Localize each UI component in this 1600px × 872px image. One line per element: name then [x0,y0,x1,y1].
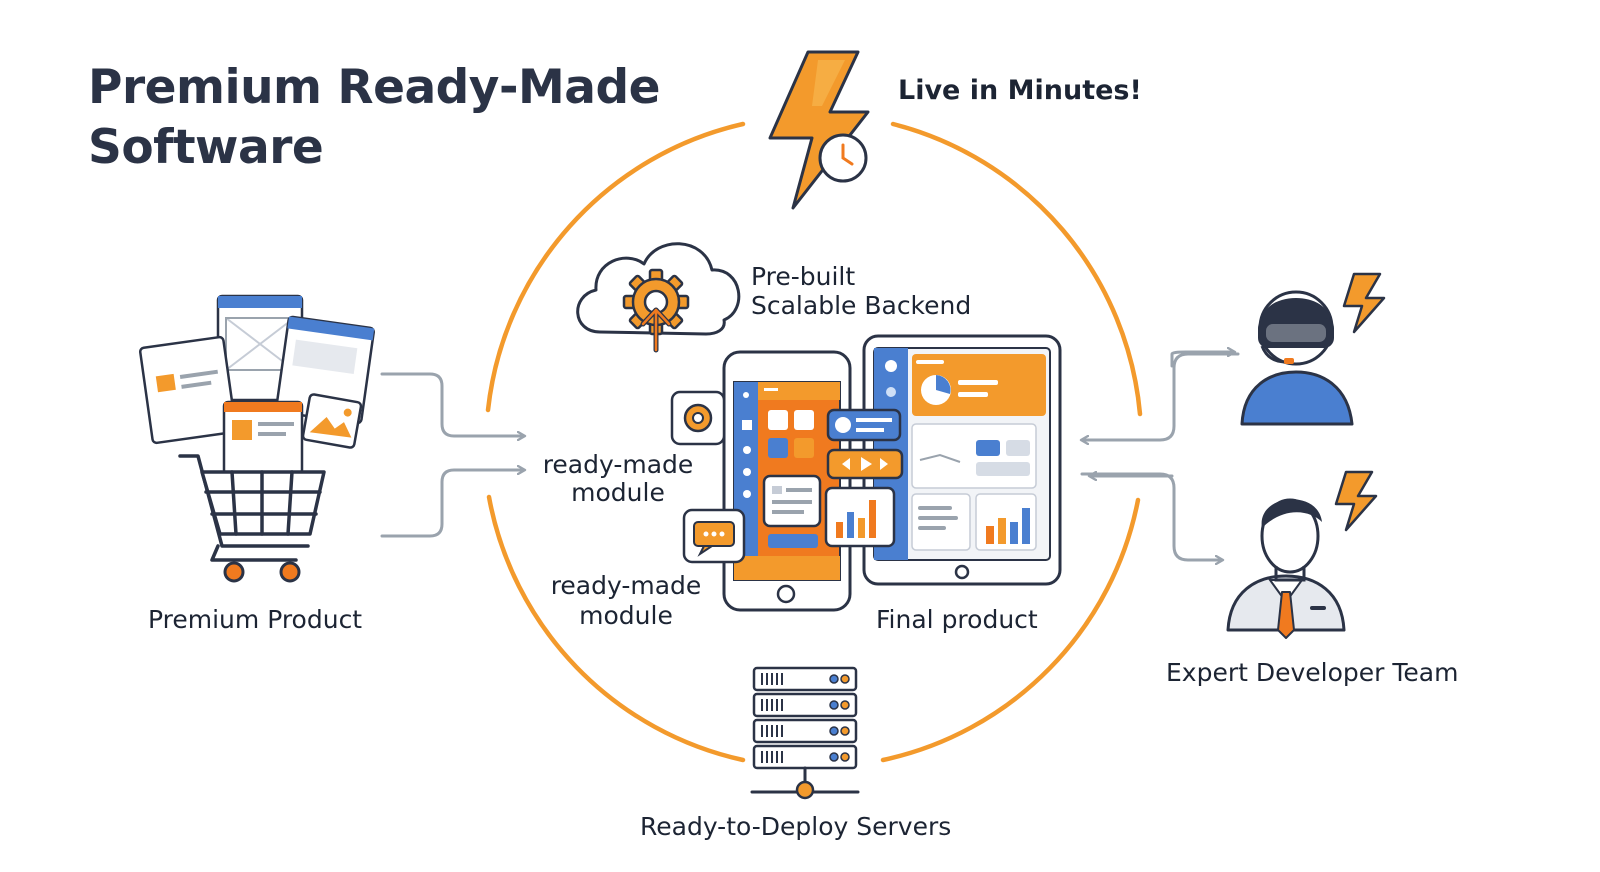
chart-module-card [824,486,896,548]
ring-arc-top-left [485,121,746,413]
cart-wheel-left [223,561,245,583]
browser-window-4 [222,400,304,476]
ring-arc-bottom-left [486,494,746,763]
module-label-top-line-1: ready-made [542,450,694,479]
cart-wheel-right [279,561,301,583]
arrow-vr-dev-to-product [1082,352,1240,440]
server-rack-icon [750,666,860,800]
final-product-label: Final product [876,605,1038,634]
vr-developer-icon [1240,272,1386,426]
title-line-1: Premium Ready-Made [88,60,660,115]
right-connectors [1080,352,1240,560]
browser-window-3 [275,315,375,425]
page-title: Premium Ready-Made Software [88,58,660,178]
left-connectors [380,372,524,538]
chat-module-card [682,508,746,564]
ring-arc-top-right [890,121,1143,417]
module-label-top-line-2: module [571,478,665,507]
image-card [301,393,363,449]
servers-label: Ready-to-Deploy Servers [640,812,952,841]
arrow-product-to-module-2 [380,470,524,538]
backend-label-line-1: Pre-built [751,262,856,291]
cycle-ring [485,121,1143,763]
module-label-bottom-line-2: module [579,601,673,630]
premium-product-label: Premium Product [148,605,363,634]
shopping-cart-icon [138,294,375,583]
businessman-icon [1226,470,1378,639]
arrow-to-vr-dev [1170,352,1234,368]
browser-window-2 [138,335,238,445]
cart [178,454,326,562]
text-module-card [762,474,822,528]
gear-module-card [670,390,726,446]
module-label-bottom-line-1: ready-made [550,571,702,600]
live-in-minutes-label: Live in Minutes! [898,75,1142,106]
cloud-gear-icon [576,242,741,353]
lightning-clock-icon [768,50,870,210]
title-line-2: Software [88,120,324,175]
developer-team-label: Expert Developer Team [1166,658,1459,687]
arrow-to-businessman [1080,472,1222,560]
arrow-product-to-module-1 [380,372,524,436]
player-module-card [826,448,904,480]
ring-arc-bottom-right [880,497,1141,763]
backend-label-line-2: Scalable Backend [751,291,972,320]
profile-module-card [826,408,902,442]
